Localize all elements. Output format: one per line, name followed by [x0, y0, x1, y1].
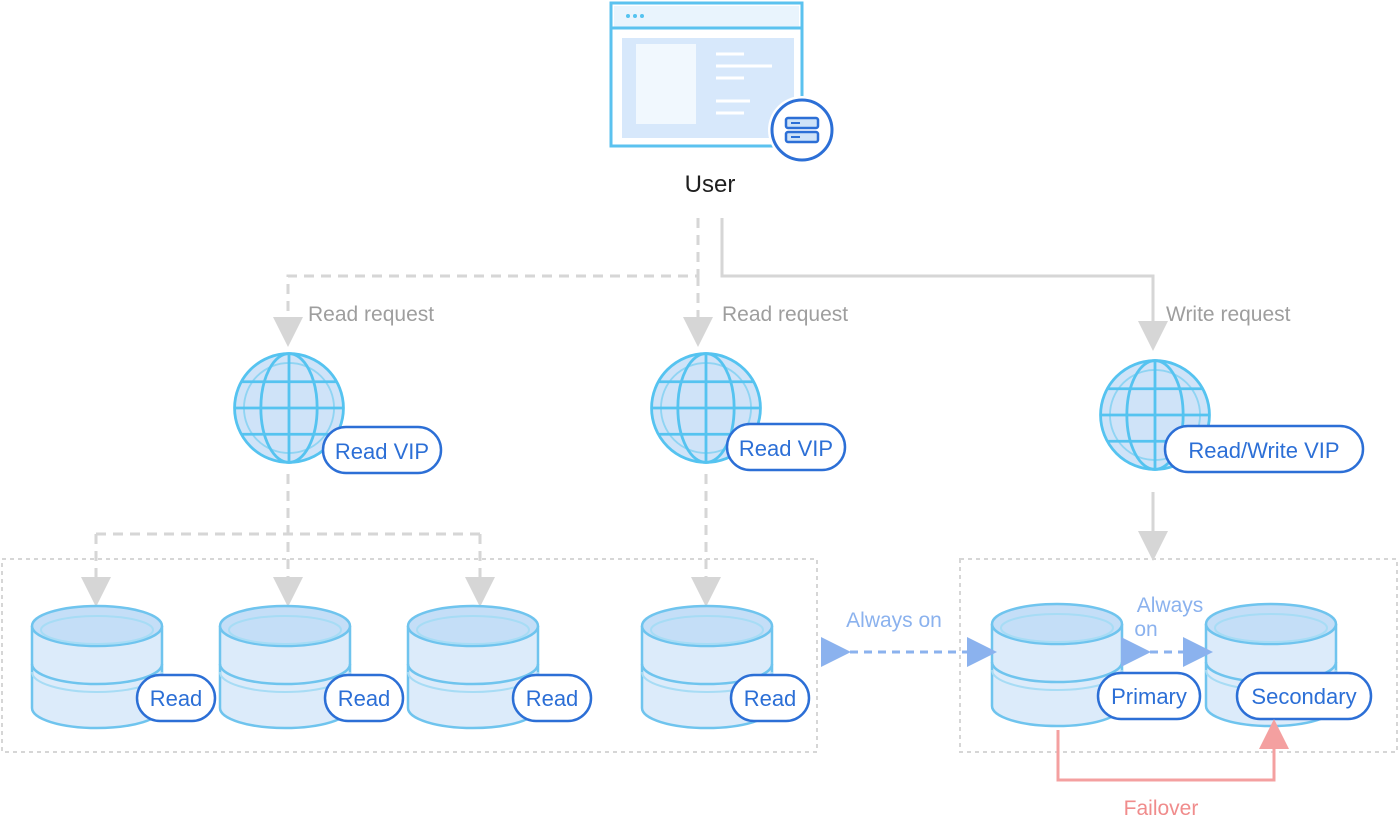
always-on-label-right-line2: on	[1134, 618, 1157, 641]
replica-label: Read	[338, 686, 391, 711]
failover-connector	[1056, 719, 1289, 782]
replica-label: Read	[526, 686, 579, 711]
browser-window-icon	[609, 1, 804, 148]
read-replica-1: Read	[30, 604, 217, 730]
vip-label-mid: Read VIP	[739, 436, 833, 461]
replica-label: Read	[744, 686, 797, 711]
read-write-vip: Read/Write VIP	[1099, 359, 1365, 474]
read-replica-3: Read	[406, 604, 593, 730]
secondary-node: Secondary	[1204, 602, 1373, 728]
read-replica-4: Read	[640, 604, 811, 730]
user-label: User	[685, 171, 736, 198]
user-node: User	[609, 1, 836, 198]
read-vip-mid: Read VIP	[650, 352, 847, 472]
replica-label: Read	[150, 686, 203, 711]
request-connectors	[273, 218, 1168, 351]
replica-connectors	[81, 474, 1168, 607]
vip-label-left: Read VIP	[335, 439, 429, 464]
vip-label-right: Read/Write VIP	[1188, 438, 1339, 463]
read-request-label-mid: Read request	[722, 303, 848, 326]
read-replica-2: Read	[218, 604, 405, 730]
write-request-label: Write request	[1166, 303, 1291, 326]
primary-node: Primary	[990, 602, 1202, 728]
read-vip-left: Read VIP	[233, 352, 443, 475]
server-icon	[768, 96, 836, 164]
secondary-label: Secondary	[1251, 684, 1356, 709]
read-request-label-left: Read request	[308, 303, 434, 326]
failover-label: Failover	[1124, 797, 1199, 820]
always-on-label-right-line1: Always	[1137, 594, 1204, 617]
primary-label: Primary	[1111, 684, 1187, 709]
always-on-label-left: Always on	[846, 609, 942, 632]
